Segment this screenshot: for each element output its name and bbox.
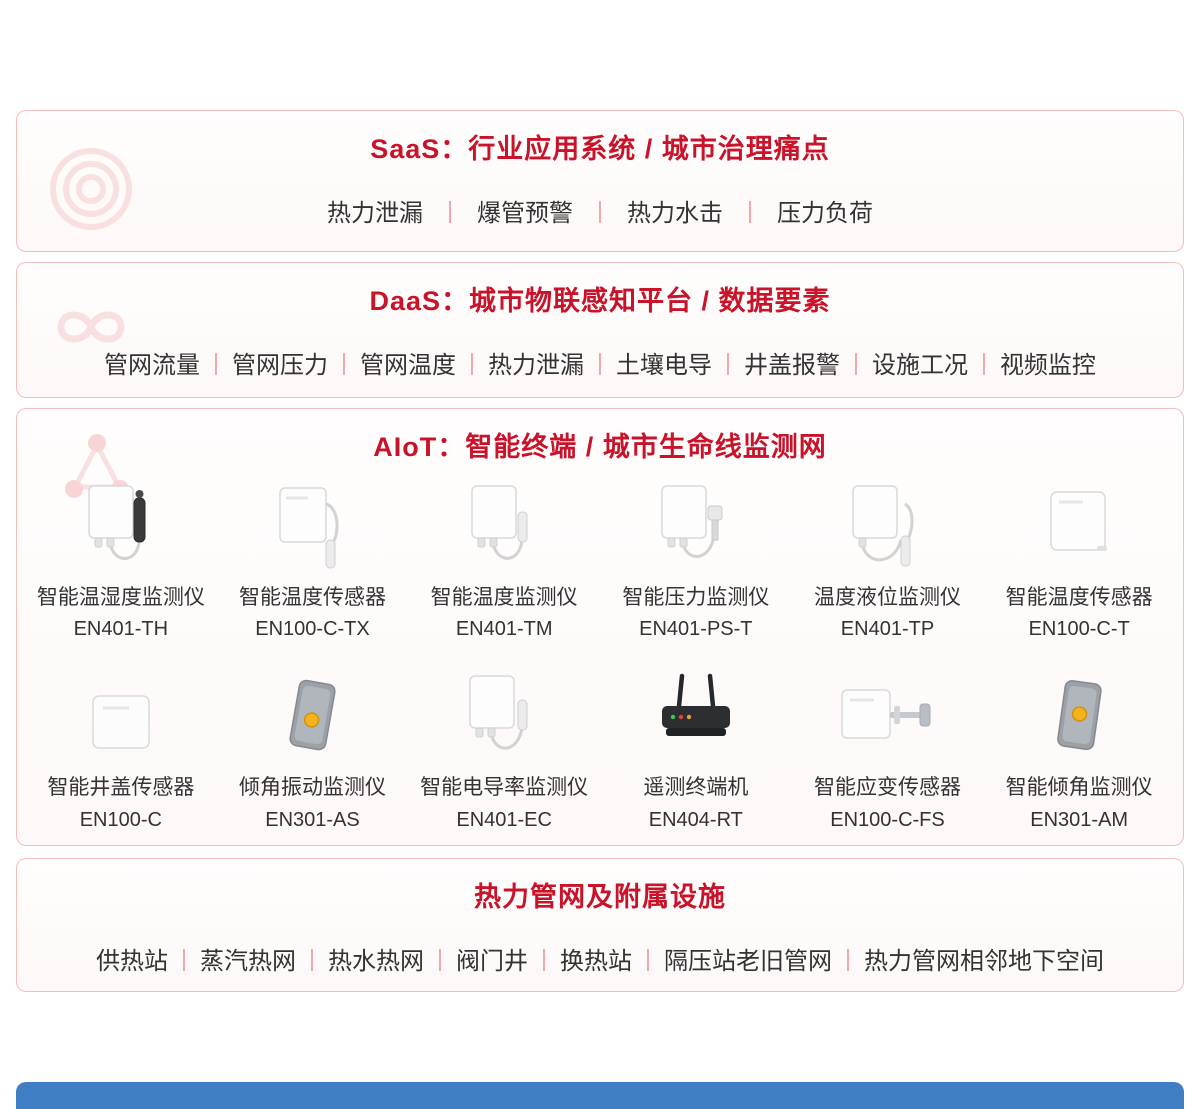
divider: |: [181, 945, 188, 971]
section-title-pipeline: 热力管网及附属设施: [474, 882, 726, 912]
divider: |: [980, 349, 987, 375]
list-item: 压力负荷: [776, 200, 873, 227]
product-name: 智能温度传感器: [238, 586, 386, 609]
list-item: 热力泄漏: [327, 200, 424, 227]
conductivity-monitor-icon: [408, 666, 600, 766]
strain-sensor-icon: [792, 666, 984, 766]
temp-monitor-icon: [408, 476, 600, 576]
product-model: EN100-C-T: [1028, 618, 1130, 641]
product-name: 智能温度传感器: [1005, 586, 1153, 609]
list-item: 供热站: [96, 948, 169, 975]
divider: |: [724, 349, 731, 375]
list-item: 管网温度: [360, 352, 457, 379]
section-aiot: AIoT：智能终端 / 城市生命线监测网 智能温湿度监测仪 EN401-TH: [16, 408, 1184, 846]
divider: |: [541, 945, 547, 971]
pipeline-items-row: 供热站 | 蒸汽热网 | 热水热网 | 阀门井 | 换热站 | 隔压站老旧管网 …: [17, 941, 1183, 976]
list-item: 热水热网: [328, 948, 425, 975]
product-name: 智能压力监测仪: [622, 586, 770, 609]
product-card: 智能温湿度监测仪 EN401-TH: [25, 476, 217, 642]
divider: |: [844, 945, 851, 971]
divider: |: [597, 349, 603, 375]
footer-blue-bar: [16, 1082, 1184, 1109]
product-card: 智能温度监测仪 EN401-TM: [408, 476, 600, 642]
section-saas: SaaS：行业应用系统 / 城市治理痛点 热力泄漏 | 爆管预警 | 热力水击 …: [16, 110, 1184, 252]
list-item: 设施工况: [871, 352, 968, 379]
divider: |: [469, 349, 475, 375]
product-card: 智能倾角监测仪 EN301-AM: [983, 666, 1175, 832]
divider: |: [213, 349, 220, 375]
divider: |: [852, 349, 859, 375]
product-model: EN401-PS-T: [639, 618, 753, 641]
temp-sensor-icon: [217, 476, 409, 576]
divider: |: [447, 197, 453, 223]
list-item: 管网压力: [232, 352, 329, 379]
section-pipeline: 热力管网及附属设施 供热站 | 蒸汽热网 | 热水热网 | 阀门井 | 换热站 …: [16, 858, 1184, 992]
section-daas: DaaS：城市物联感知平台 / 数据要素 管网流量 | 管网压力 | 管网温度 …: [16, 262, 1184, 398]
pressure-monitor-icon: [600, 476, 792, 576]
list-item: 换热站: [559, 948, 632, 975]
list-item: 井盖报警: [743, 352, 840, 379]
daas-items-row: 管网流量 | 管网压力 | 管网温度 | 热力泄漏 | 土壤电导 | 井盖报警 …: [17, 345, 1183, 380]
product-card: 倾角振动监测仪 EN301-AS: [217, 666, 409, 832]
product-name: 智能温度监测仪: [430, 586, 578, 609]
temp-sensor-box-icon: [983, 476, 1175, 576]
list-item: 视频监控: [999, 352, 1096, 379]
tilt-monitor-icon: [983, 666, 1175, 766]
product-name: 智能电导率监测仪: [420, 776, 589, 800]
divider: |: [644, 945, 651, 971]
telemetry-terminal-icon: [600, 666, 792, 766]
product-model: EN404-RT: [648, 808, 743, 831]
product-name: 智能应变传感器: [813, 776, 961, 800]
saas-items-row: 热力泄漏 | 爆管预警 | 热力水击 | 压力负荷: [17, 193, 1183, 228]
manhole-sensor-icon: [25, 666, 217, 766]
list-item: 蒸汽热网: [200, 948, 297, 975]
product-model: EN301-AM: [1030, 808, 1129, 831]
list-item: 管网流量: [104, 352, 201, 379]
temp-level-monitor-icon: [792, 476, 984, 576]
target-watermark-icon: [50, 148, 132, 230]
divider: |: [341, 349, 348, 375]
list-item: 爆管预警: [477, 200, 573, 227]
product-name: 智能井盖传感器: [47, 776, 195, 800]
product-grid: 智能温湿度监测仪 EN401-TH 智能温度传感器 EN100-C-TX: [17, 476, 1183, 833]
product-name: 智能倾角监测仪: [1005, 776, 1153, 800]
product-model: EN301-AS: [265, 808, 360, 831]
product-name: 智能温湿度监测仪: [36, 586, 205, 609]
list-item: 热力泄漏: [488, 352, 584, 379]
section-title-saas: SaaS：行业应用系统 / 城市治理痛点: [370, 134, 830, 164]
product-card: 遥测终端机 EN404-RT: [600, 666, 792, 832]
product-model: EN100-C: [79, 808, 162, 831]
divider: |: [437, 945, 443, 971]
temp-humidity-monitor-icon: [25, 476, 217, 576]
divider: |: [309, 945, 316, 971]
product-model: EN100-C-TX: [255, 618, 370, 641]
list-item: 土壤电导: [615, 352, 712, 379]
product-model: EN401-TH: [73, 618, 169, 641]
product-card: 智能温度传感器 EN100-C-T: [983, 476, 1175, 642]
product-name: 遥测终端机: [643, 776, 749, 800]
product-model: EN401-EC: [456, 808, 552, 831]
infinity-watermark-icon: [57, 311, 125, 343]
product-card: 智能压力监测仪 EN401-PS-T: [600, 476, 792, 642]
divider: |: [597, 197, 603, 223]
list-item: 热力管网相邻地下空间: [863, 948, 1104, 975]
product-model: EN401-TP: [840, 618, 935, 641]
product-name: 倾角振动监测仪: [238, 776, 386, 800]
product-name: 温度液位监测仪: [813, 586, 961, 609]
list-item: 热力水击: [626, 200, 723, 227]
product-model: EN100-C-FS: [830, 808, 945, 831]
product-card: 智能井盖传感器 EN100-C: [25, 666, 217, 832]
product-model: EN401-TM: [455, 618, 553, 641]
list-item: 阀门井: [456, 948, 528, 975]
product-card: 智能应变传感器 EN100-C-FS: [792, 666, 984, 832]
section-title-aiot: AIoT：智能终端 / 城市生命线监测网: [373, 432, 827, 462]
tilt-vibration-monitor-icon: [217, 666, 409, 766]
product-card: 智能温度传感器 EN100-C-TX: [217, 476, 409, 642]
divider: |: [746, 197, 753, 223]
product-card: 智能电导率监测仪 EN401-EC: [408, 666, 600, 832]
list-item: 隔压站老旧管网: [663, 948, 832, 975]
section-title-daas: DaaS：城市物联感知平台 / 数据要素: [369, 286, 831, 316]
product-card: 温度液位监测仪 EN401-TP: [792, 476, 984, 642]
